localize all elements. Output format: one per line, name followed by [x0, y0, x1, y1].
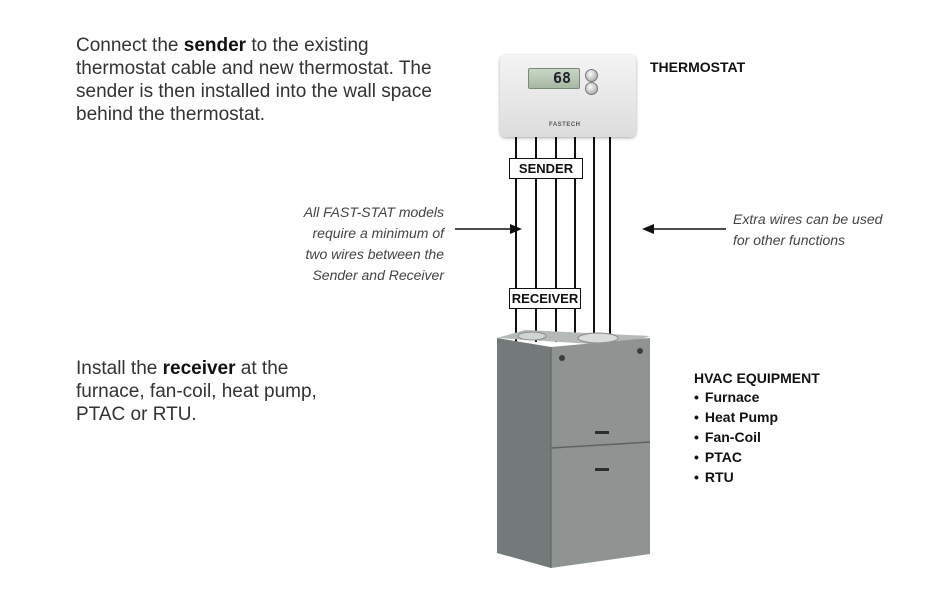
hvac-title: HVAC EQUIPMENT — [694, 370, 820, 386]
sender-label: SENDER — [509, 158, 583, 179]
list-item: Furnace — [694, 387, 820, 407]
thermostat-down-button — [585, 82, 598, 95]
list-item: PTAC — [694, 447, 820, 467]
min-wires-note: All FAST-STAT models require a minimum o… — [262, 202, 444, 286]
arrow-right-note — [642, 224, 726, 234]
thermostat-display: 68 — [528, 68, 580, 89]
list-item: Fan-Coil — [694, 427, 820, 447]
thermostat-brand: FASTECH — [549, 122, 581, 128]
extra-wires-note: Extra wires can be used for other functi… — [733, 209, 933, 251]
install-pre: Install the — [76, 358, 163, 379]
install-text: Install the receiver at the furnace, fan… — [76, 357, 336, 426]
note-line: Sender and Receiver — [312, 267, 444, 283]
receiver-label: RECEIVER — [509, 288, 581, 309]
list-item: Heat Pump — [694, 407, 820, 427]
intro-pre: Connect the — [76, 35, 184, 56]
intro-bold: sender — [183, 35, 247, 56]
note-line: for other functions — [733, 232, 846, 248]
furnace — [497, 330, 651, 568]
thermostat-label: THERMOSTAT — [650, 59, 746, 75]
install-bold: receiver — [162, 358, 236, 379]
thermostat-up-button — [585, 69, 598, 82]
list-item: RTU — [694, 467, 820, 487]
note-line: require a minimum of — [312, 225, 445, 241]
intro-post: to the existing thermostat cable and new… — [76, 35, 432, 125]
note-line: All FAST-STAT models — [303, 204, 444, 220]
note-line: two wires between the — [305, 246, 444, 262]
arrow-left-note — [455, 224, 522, 234]
hvac-equipment-list: HVAC EQUIPMENT Furnace Heat Pump Fan-Coi… — [694, 370, 820, 487]
intro-text: Connect the sender to the existing therm… — [76, 34, 456, 126]
note-line: Extra wires can be used — [733, 211, 883, 227]
install-post: at the furnace, fan-coil, heat pump, PTA… — [76, 358, 317, 425]
